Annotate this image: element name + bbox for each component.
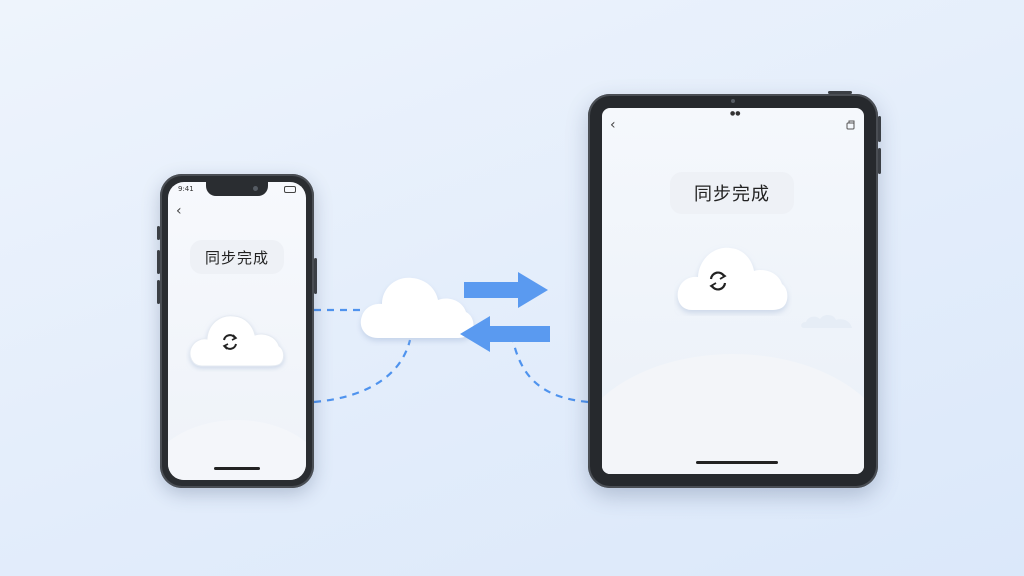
phone-camera xyxy=(253,186,258,191)
phone-home-indicator[interactable] xyxy=(214,467,260,470)
phone-screen: 9:41 ‹ 同步完成 xyxy=(168,182,306,480)
tablet-screen: ●● ‹ 同步完成 xyxy=(602,108,864,474)
tablet-background-hill xyxy=(602,354,864,474)
tablet-home-indicator[interactable] xyxy=(696,461,778,464)
tablet-background-cloud-icon xyxy=(801,314,852,328)
phone-volume-up xyxy=(157,250,160,274)
phone-sync-status-title: 同步完成 xyxy=(190,240,284,274)
connector-tablet-bottom xyxy=(510,334,589,404)
tablet-back-button[interactable]: ‹ xyxy=(610,117,616,133)
tablet-volume-up xyxy=(878,116,881,142)
phone-cloud-sync-icon xyxy=(189,315,285,367)
tablet-top-button xyxy=(828,91,852,94)
arrow-right-icon xyxy=(464,272,548,308)
phone-title-text: 同步完成 xyxy=(204,248,269,267)
phone-volume-down xyxy=(157,280,160,304)
phone-device: 9:41 ‹ 同步完成 xyxy=(157,174,317,488)
tablet-title-text: 同步完成 xyxy=(694,184,770,205)
phone-status-time: 9:41 xyxy=(178,185,194,193)
tablet-status-indicator: ●● xyxy=(730,110,741,117)
sync-icon xyxy=(709,271,727,291)
arrow-left-icon xyxy=(460,316,550,352)
battery-icon xyxy=(284,186,296,193)
connector-phone-bottom xyxy=(313,339,412,404)
tablet-volume-down xyxy=(878,148,881,174)
tablet-camera xyxy=(731,99,735,103)
phone-background-hill xyxy=(168,420,306,480)
sync-icon xyxy=(222,334,238,350)
tablet-sync-status-title: 同步完成 xyxy=(670,172,794,214)
phone-power-button xyxy=(314,258,317,294)
tablet-device: ●● ‹ 同步完成 xyxy=(588,91,881,488)
phone-notch xyxy=(206,182,268,196)
phone-back-button[interactable]: ‹ xyxy=(176,203,182,219)
cloud-icon xyxy=(360,277,474,338)
phone-mute-switch xyxy=(157,226,160,240)
tablet-menu-icon[interactable] xyxy=(846,120,856,130)
tablet-cloud-sync-icon xyxy=(677,247,788,310)
